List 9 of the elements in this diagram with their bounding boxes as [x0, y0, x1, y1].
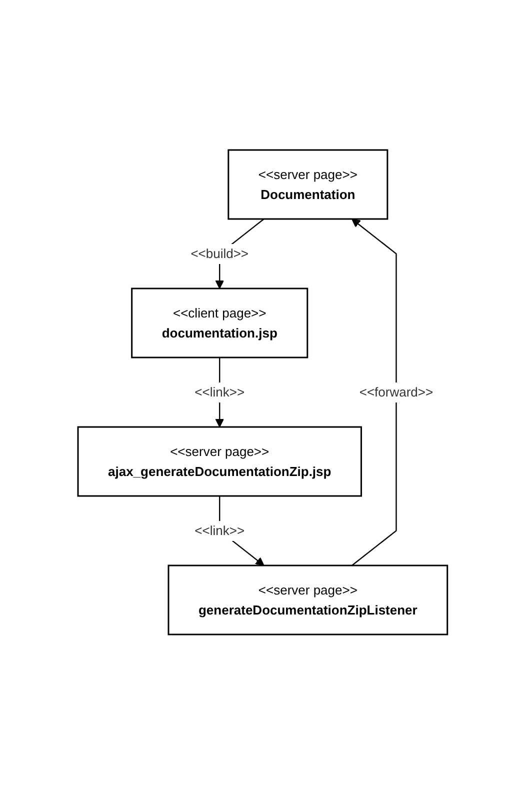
node-box: <<server page>> Documentation: [228, 150, 388, 220]
edge-label: <<link>>: [194, 384, 245, 400]
edge-label: <<forward>>: [360, 384, 434, 400]
edge-label: <<build>>: [191, 246, 249, 262]
arrow: [352, 218, 398, 566]
node-box: <<client page>> documentation.jsp: [131, 288, 308, 358]
edge-label: <<link>>: [194, 523, 245, 538]
node-box: <<server page>> ajax_generateDocumentationZip.jsp: [78, 426, 362, 497]
node-box: <<server page>> generateDocumentationZipListener: [168, 564, 448, 636]
